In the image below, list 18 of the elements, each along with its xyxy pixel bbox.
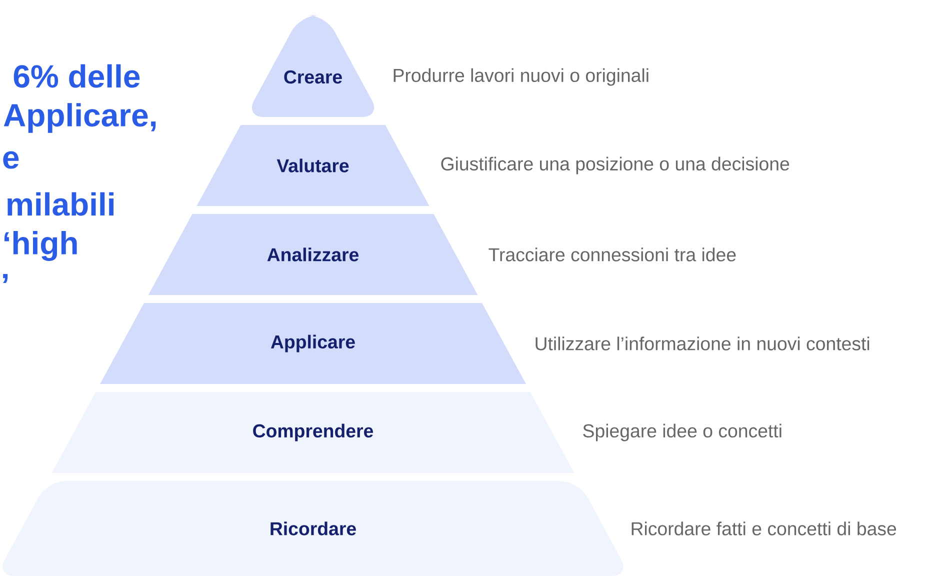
pyramid-level: Ricordare xyxy=(2,481,624,576)
pyramid-level: Valutare xyxy=(196,125,430,206)
description-text: Giustificare una posizione o una decisione xyxy=(441,156,790,174)
heading-text: milabili xyxy=(8,192,114,216)
pyramid-level: Applicare xyxy=(100,303,526,384)
description-text: Ricordare fatti e concetti di base xyxy=(632,522,896,536)
heading-text: e xyxy=(3,151,19,169)
pyramid-level: Analizzare xyxy=(148,214,478,295)
pyramid-level: Creare xyxy=(252,15,374,117)
description-text: Produrre lavori nuovi o originali xyxy=(394,68,648,86)
heading-text: ’ xyxy=(3,274,8,284)
pyramid-level: Comprendere xyxy=(52,392,574,473)
heading-text: 6% delle xyxy=(14,64,140,88)
description-text: Spiegare idee o concetti xyxy=(583,424,782,442)
heading-text: ‘high xyxy=(4,231,77,261)
description-text: Utilizzare l’informazione in nuovi contesti xyxy=(536,336,870,350)
description-text: Tracciare connessioni tra idee xyxy=(488,248,736,262)
heading-text: Applicare, xyxy=(4,103,156,133)
